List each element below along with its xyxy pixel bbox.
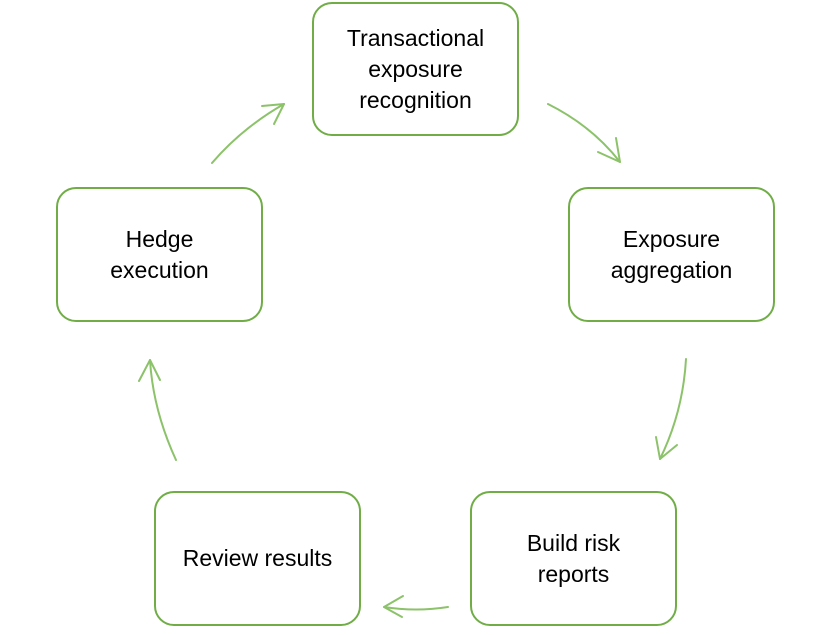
node-build-risk-reports: Build risk reports — [470, 491, 677, 626]
node-label: Build risk reports — [526, 529, 621, 587]
node-review-results: Review results — [154, 491, 361, 626]
arrow-risk-reports-to-review — [383, 595, 449, 618]
arrow-review-to-hedge — [138, 359, 177, 461]
arrow-hedge-to-transactional — [211, 103, 285, 164]
node-hedge-execution: Hedge execution — [56, 187, 263, 322]
node-label: Hedge execution — [110, 225, 209, 283]
node-label: Transactional exposure recognition — [346, 24, 485, 113]
node-exposure-aggregation: Exposure aggregation — [568, 187, 775, 322]
node-transactional-exposure-recognition: Transactional exposure recognition — [312, 2, 519, 136]
arrow-aggregation-to-risk-reports — [655, 358, 687, 460]
arrow-transactional-to-aggregation — [547, 103, 621, 163]
node-label: Exposure aggregation — [610, 225, 733, 283]
node-label: Review results — [182, 545, 333, 571]
